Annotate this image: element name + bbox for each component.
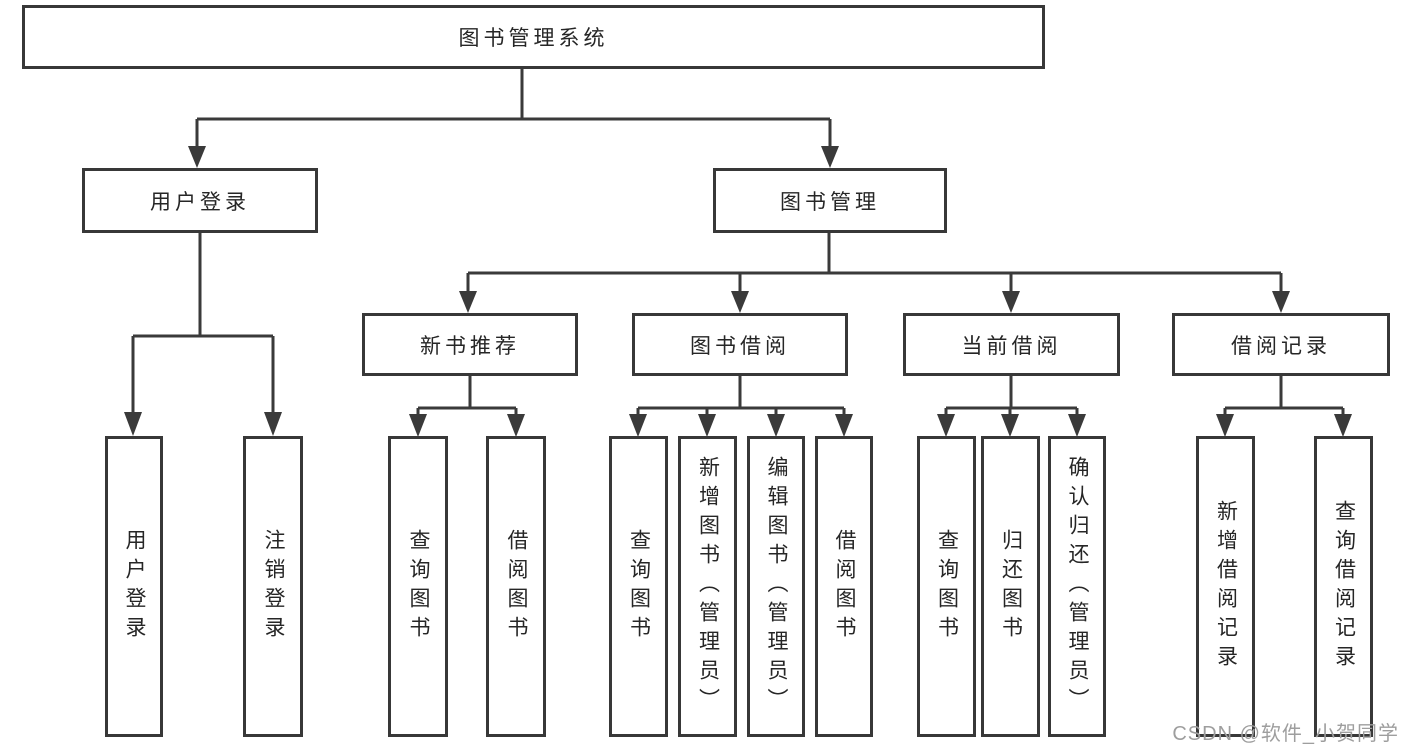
leaf-recommend-query-books: 查询图书 <box>388 436 448 737</box>
edges-user-login <box>124 233 282 436</box>
edges-current-borrow <box>937 376 1086 437</box>
edges-root <box>188 69 839 168</box>
csdn-watermark: CSDN @软件_小贺同学 <box>1172 723 1399 745</box>
leaf-records-query-record: 查询借阅记录 <box>1314 436 1373 737</box>
node-borrow-records: 借阅记录 <box>1172 313 1390 376</box>
node-user-login: 用户登录 <box>82 168 318 233</box>
leaf-recommend-borrow-books: 借阅图书 <box>486 436 546 737</box>
edges-book-mgmt <box>459 233 1290 313</box>
leaf-current-query-books: 查询图书 <box>917 436 976 737</box>
node-new-book-recommend: 新书推荐 <box>362 313 578 376</box>
node-book-management: 图书管理 <box>713 168 947 233</box>
leaf-records-add-record: 新增借阅记录 <box>1196 436 1255 737</box>
leaf-logout: 注销登录 <box>243 436 303 737</box>
leaf-borrow-query-books: 查询图书 <box>609 436 668 737</box>
leaf-borrow-borrow-books: 借阅图书 <box>815 436 873 737</box>
leaf-user-login: 用户登录 <box>105 436 163 737</box>
leaf-borrow-add-books-admin: 新增图书（管理员） <box>678 436 737 737</box>
leaf-borrow-edit-books-admin: 编辑图书（管理员） <box>747 436 805 737</box>
edges-new-book-recommend <box>409 376 525 437</box>
edges-borrow-records <box>1216 376 1352 437</box>
node-book-borrow: 图书借阅 <box>632 313 848 376</box>
node-current-borrow: 当前借阅 <box>903 313 1120 376</box>
leaf-current-return-books: 归还图书 <box>981 436 1040 737</box>
edges-book-borrow <box>629 376 853 437</box>
leaf-current-confirm-return-admin: 确认归还（管理员） <box>1048 436 1106 737</box>
node-library-system: 图书管理系统 <box>22 5 1045 69</box>
